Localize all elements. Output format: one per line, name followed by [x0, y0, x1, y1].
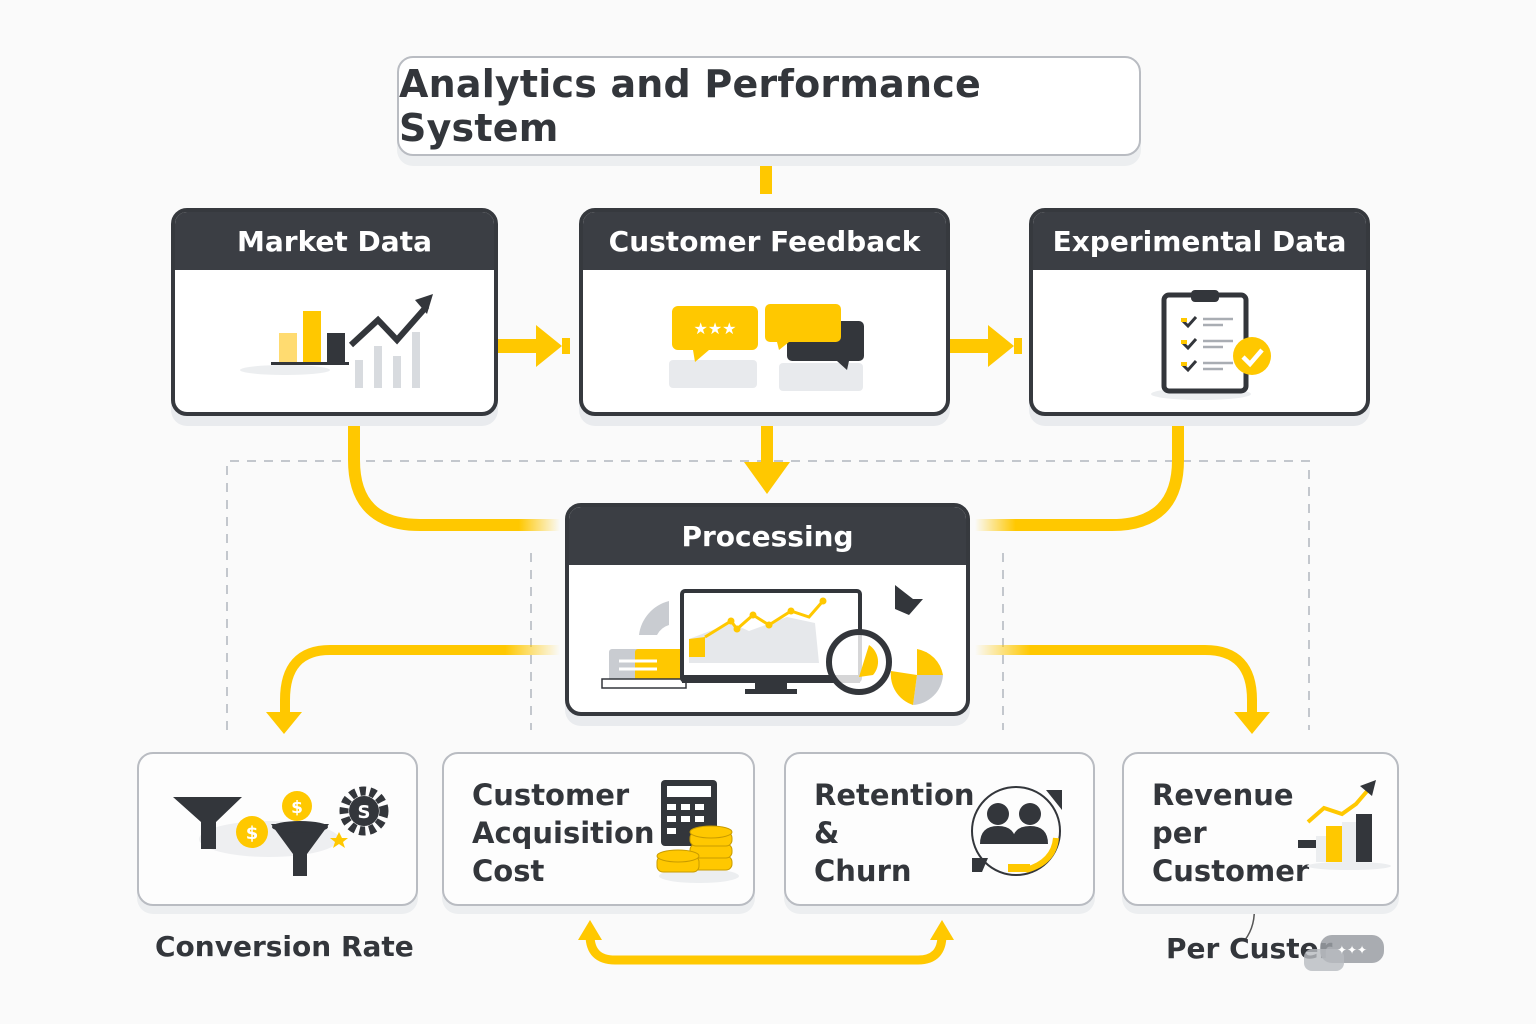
- page-title: Analytics and Performance System: [399, 62, 981, 150]
- svg-text:S: S: [358, 802, 371, 823]
- svg-text:$: $: [246, 823, 259, 844]
- metric-conversion-rate[interactable]: $ $ S: [137, 752, 418, 906]
- caption-conversion-rate: Conversion Rate: [155, 930, 414, 963]
- connector-title-down: [760, 152, 772, 194]
- card-customer-feedback[interactable]: Customer Feedback ★★★: [579, 208, 950, 416]
- card-title: Processing: [681, 519, 854, 553]
- bar-chart-trend-icon: [240, 294, 433, 388]
- funnel-coins-icon: $ $ S: [173, 786, 389, 876]
- svg-text:$: $: [291, 798, 303, 818]
- connector-cac-retention: [585, 934, 947, 965]
- connector-revenue-caption: [1244, 904, 1256, 941]
- metric-customer-acquisition-cost[interactable]: Customer Acquisition Cost: [442, 752, 755, 906]
- card-processing[interactable]: Processing: [565, 503, 970, 716]
- metric-label: Customer Acquisition Cost: [472, 778, 655, 888]
- connector-market-to-processing: [348, 418, 560, 531]
- connector-processing-to-revenue: [975, 645, 1257, 712]
- svg-text:✦✦✦: ✦✦✦: [1337, 943, 1367, 957]
- card-header: Market Data: [175, 212, 494, 270]
- arrow-feedback-to-processing: [744, 414, 790, 494]
- card-title: Experimental Data: [1052, 224, 1347, 258]
- card-experimental-data[interactable]: Experimental Data: [1029, 208, 1370, 416]
- arrow-market-to-feedback: [498, 325, 570, 367]
- arrowhead-revenue: [1234, 712, 1270, 734]
- metric-revenue-per-customer[interactable]: Revenue per Customer: [1122, 752, 1399, 906]
- arrowhead-retention: [930, 920, 954, 940]
- users-cycle-icon: [971, 786, 1062, 876]
- title-box: Analytics and Performance System: [397, 56, 1141, 156]
- chat-rating-icon: ★★★: [669, 304, 864, 391]
- dashed-guide-outer: [226, 460, 1310, 730]
- metric-label: Retention & Churn: [814, 778, 975, 888]
- arrowhead-conversion: [266, 712, 302, 734]
- clipboard-checklist-icon: [1151, 290, 1271, 400]
- metric-label: Revenue per Customer: [1152, 778, 1310, 888]
- card-title: Customer Feedback: [608, 224, 921, 258]
- chat-bubble-icon: ✦✦✦: [1304, 935, 1384, 971]
- connector-processing-to-conversion: [280, 645, 560, 712]
- card-header: Processing: [569, 507, 966, 565]
- arrowhead-cac: [578, 920, 602, 940]
- card-header: Experimental Data: [1033, 212, 1366, 270]
- card-title: Market Data: [237, 224, 432, 258]
- monitor-analytics-icon: [601, 585, 943, 705]
- revenue-growth-icon: [1298, 780, 1391, 870]
- metric-retention-churn[interactable]: Retention & Churn: [784, 752, 1095, 906]
- connector-experimental-to-processing: [975, 418, 1184, 531]
- card-header: Customer Feedback: [583, 212, 946, 270]
- card-market-data[interactable]: Market Data: [171, 208, 498, 416]
- svg-text:★★★: ★★★: [693, 319, 736, 338]
- arrow-feedback-to-experimental: [950, 325, 1022, 367]
- calculator-coins-icon: [656, 780, 739, 883]
